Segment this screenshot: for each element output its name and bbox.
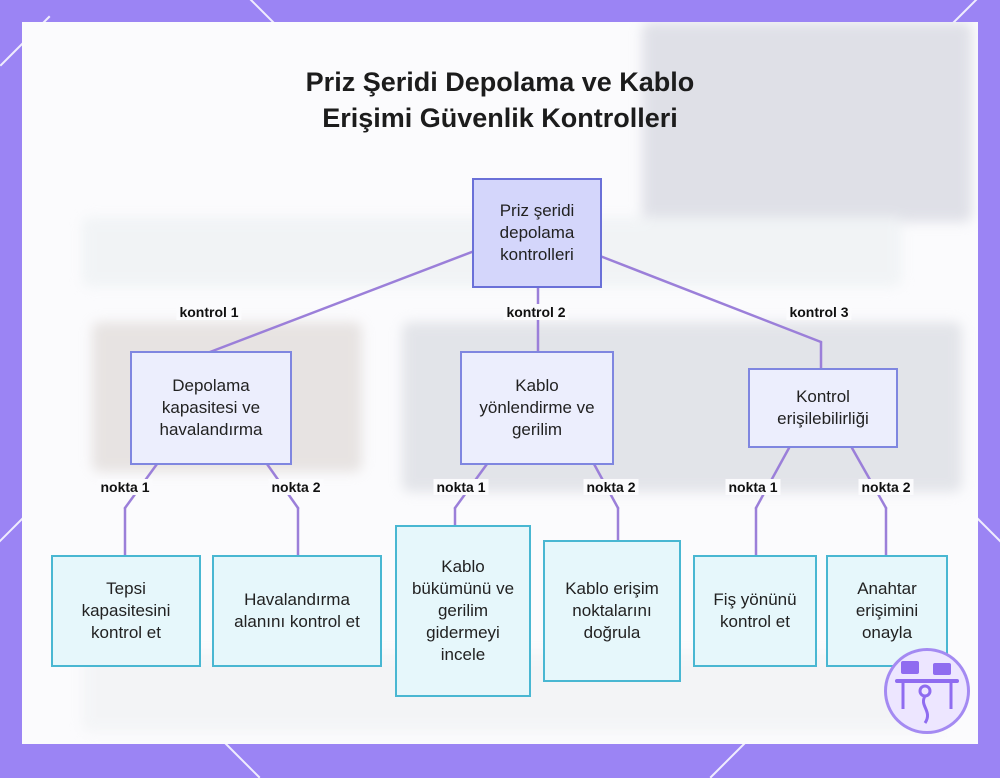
title-line-1: Priz Şeridi Depolama ve Kablo: [305, 67, 695, 97]
branch-node-storage: Depolama kapasitesi ve havalandırma: [130, 351, 292, 465]
edge-label-b1-nokta-1: nokta 1: [97, 479, 153, 495]
root-node: Priz şeridi depolama kontrolleri: [472, 178, 602, 288]
edge-root-branch-1: [208, 248, 479, 354]
edge-label-kontrol-2: kontrol 2: [503, 304, 569, 320]
title-line-2: Erişimi Güvenlik Kontrolleri: [322, 103, 678, 133]
edge-label-kontrol-1: kontrol 1: [176, 304, 242, 320]
edge-b3-leaf-1: [754, 446, 791, 510]
edge-label-b1-nokta-2: nokta 2: [268, 479, 324, 495]
edge-label-b3-nokta-1: nokta 1: [725, 479, 781, 495]
leaf-node-plug-orientation: Fiş yönünü kontrol et: [693, 555, 817, 667]
edge-label-b3-nokta-2: nokta 2: [858, 479, 914, 495]
workspace-desk-icon: [884, 648, 970, 734]
edge-b3-leaf-2: [850, 446, 888, 510]
leaf-node-ventilation: Havalandırma alanını kontrol et: [212, 555, 382, 667]
diagram-title: Priz Şeridi Depolama ve Kablo Erişimi Gü…: [22, 64, 978, 136]
leaf-node-tray-capacity: Tepsi kapasitesini kontrol et: [51, 555, 201, 667]
leaf-node-cable-access: Kablo erişim noktalarını doğrula: [543, 540, 681, 682]
edge-label-b2-nokta-1: nokta 1: [433, 479, 489, 495]
branch-node-control-access: Kontrol erişilebilirliği: [748, 368, 898, 448]
edge-layer: [123, 248, 888, 557]
diagram-card: Priz Şeridi Depolama ve Kablo Erişimi Gü…: [22, 22, 978, 744]
leaf-node-switch-access: Anahtar erişimini onayla: [826, 555, 948, 667]
edge-root-branch-3: [598, 254, 823, 344]
branch-node-cable-routing: Kablo yönlendirme ve gerilim: [460, 351, 614, 465]
edge-label-b2-nokta-2: nokta 2: [583, 479, 639, 495]
leaf-node-cable-bend: Kablo bükümünü ve gerilim gidermeyi ince…: [395, 525, 531, 697]
edge-label-kontrol-3: kontrol 3: [786, 304, 852, 320]
